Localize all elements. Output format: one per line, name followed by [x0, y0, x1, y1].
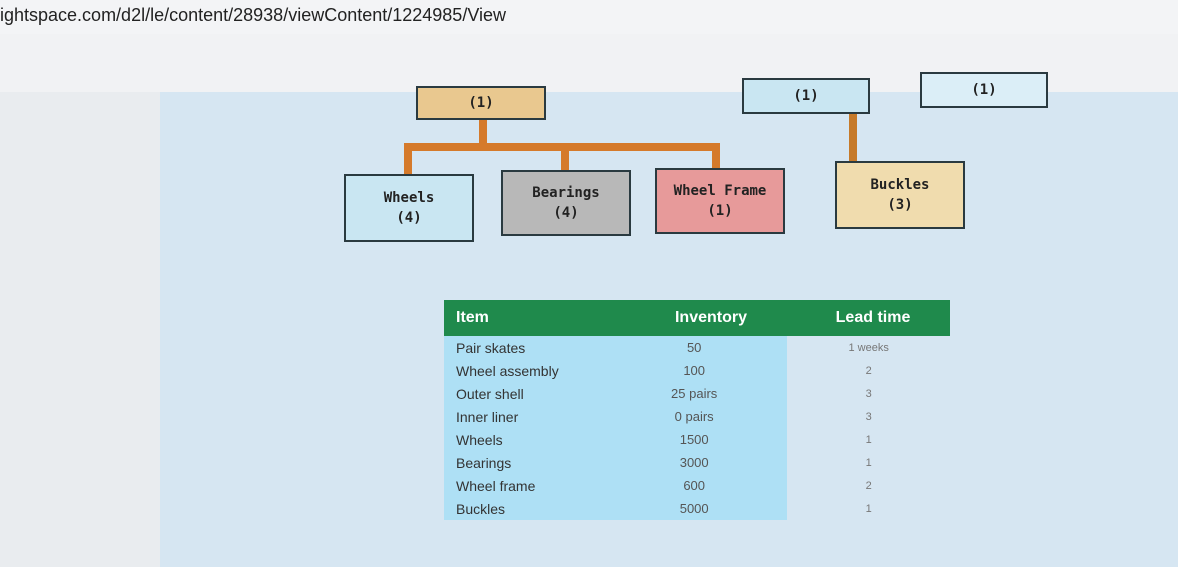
cell-lead: 1	[865, 502, 872, 515]
cell-lead: 2	[865, 479, 872, 492]
cell-item: Bearings	[444, 451, 602, 474]
connector-wheels-drop	[404, 143, 412, 177]
wheel-frame-box: Wheel Frame (1)	[655, 168, 785, 234]
top-box-2-label: (1)	[793, 88, 819, 104]
cell-lead: 1 weeks	[848, 341, 889, 354]
wheels-box-qty: (4)	[396, 210, 422, 226]
header-lead-time: Lead time	[835, 309, 911, 326]
cell-inventory: 25 pairs	[601, 382, 788, 405]
buckles-box: Buckles (3)	[835, 161, 965, 229]
bearings-box-qty: (4)	[553, 205, 579, 221]
cell-item: Wheels	[444, 428, 602, 451]
table-row: Pair skates 50 1 weeks	[444, 336, 950, 359]
header-item: Item	[456, 309, 489, 326]
url-bar[interactable]: ightspace.com/d2l/le/content/28938/viewC…	[0, 0, 1178, 34]
cell-lead: 3	[865, 410, 872, 423]
connector-buckles-stem	[849, 112, 857, 164]
url-text: ightspace.com/d2l/le/content/28938/viewC…	[0, 5, 507, 25]
cell-inventory: 600	[601, 474, 788, 497]
top-box-3-label: (1)	[971, 82, 997, 98]
cell-item: Wheel frame	[444, 474, 602, 497]
top-box-2: (1)	[742, 78, 870, 114]
cell-lead: 1	[865, 433, 872, 446]
left-gutter	[0, 92, 160, 567]
cell-lead: 1	[865, 456, 872, 469]
top-box-3: (1)	[920, 72, 1048, 108]
table-row: Inner liner 0 pairs 3	[444, 405, 950, 428]
connector-top-left-stem	[479, 118, 487, 146]
cell-lead: 2	[865, 364, 872, 377]
top-box-1: (1)	[416, 86, 546, 120]
table-row: Wheel frame 600 2	[444, 474, 950, 497]
buckles-box-name: Buckles	[870, 177, 930, 193]
wheels-box: Wheels (4)	[344, 174, 474, 242]
table-header: Item Inventory Lead time	[444, 300, 950, 336]
cell-inventory: 50	[601, 336, 788, 359]
cell-item: Outer shell	[444, 382, 602, 405]
top-box-1-label: (1)	[468, 95, 494, 111]
cell-item: Buckles	[444, 497, 602, 520]
table-row: Buckles 5000 1	[444, 497, 950, 520]
wheel-frame-box-name: Wheel Frame	[673, 183, 767, 199]
cell-item: Wheel assembly	[444, 359, 602, 382]
inventory-table: Item Inventory Lead time Pair skates 50 …	[444, 300, 950, 520]
wheel-frame-box-qty: (1)	[707, 203, 733, 219]
cell-inventory: 3000	[601, 451, 788, 474]
table-row: Wheel assembly 100 2	[444, 359, 950, 382]
connector-bearings-drop	[561, 143, 569, 171]
cell-inventory: 0 pairs	[601, 405, 788, 428]
bearings-box-name: Bearings	[532, 185, 600, 201]
cell-lead: 3	[865, 387, 872, 400]
cell-item: Pair skates	[444, 336, 602, 359]
cell-inventory: 100	[601, 359, 788, 382]
wheels-box-name: Wheels	[383, 190, 435, 206]
table-row: Bearings 3000 1	[444, 451, 950, 474]
header-inventory: Inventory	[674, 309, 747, 326]
table-row: Outer shell 25 pairs 3	[444, 382, 950, 405]
cell-item: Inner liner	[444, 405, 602, 428]
cell-inventory: 1500	[601, 428, 788, 451]
cell-inventory: 5000	[601, 497, 788, 520]
table-row: Wheels 1500 1	[444, 428, 950, 451]
buckles-box-qty: (3)	[887, 197, 913, 213]
connector-frame-drop	[712, 143, 720, 171]
bearings-box: Bearings (4)	[501, 170, 631, 236]
